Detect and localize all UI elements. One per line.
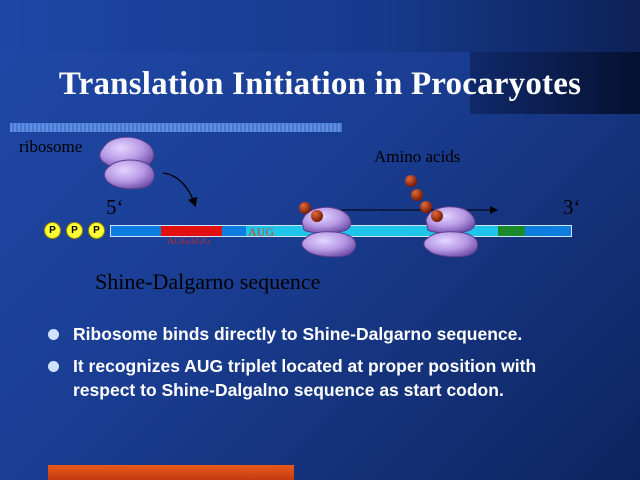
phosphate-2: P xyxy=(66,222,83,239)
bullet-item: Ribosome binds directly to Shine-Dalgarn… xyxy=(48,322,608,346)
start-codon-label: AUG xyxy=(248,225,274,239)
bullet-list: Ribosome binds directly to Shine-Dalgarn… xyxy=(48,322,608,410)
amino-acid-2 xyxy=(311,210,323,222)
binding-arrow xyxy=(162,172,198,208)
bullet-dot-icon xyxy=(48,329,59,340)
amino-acid-3 xyxy=(405,175,417,187)
phosphate-3: P xyxy=(88,222,105,239)
amino-acids-label: Amino acids xyxy=(374,147,461,166)
ribosome-label: ribosome xyxy=(19,137,83,156)
ribosome-free-icon xyxy=(99,136,155,190)
three-prime-label: 3‘ xyxy=(563,195,581,219)
ribosome-bound-1-icon xyxy=(301,206,357,258)
bullet-text: Ribosome binds directly to Shine-Dalgarn… xyxy=(73,324,523,344)
bullet-item: It recognizes AUG triplet located at pro… xyxy=(48,354,608,402)
amino-acid-5 xyxy=(420,201,432,213)
amino-acid-1 xyxy=(299,202,311,214)
title-accent-band xyxy=(470,52,640,114)
phosphate-1: P xyxy=(44,222,61,239)
header-band xyxy=(0,0,640,52)
bullet-text: It recognizes AUG triplet located at pro… xyxy=(73,356,537,400)
sd-sequence-label: AGGAGG xyxy=(167,236,211,247)
mrna-coding-region xyxy=(246,226,498,236)
five-prime-label: 5‘ xyxy=(106,195,124,219)
bullet-dot-icon xyxy=(48,361,59,372)
shine-dalgarno-caption: Shine-Dalgarno sequence xyxy=(95,269,321,294)
stop-region-box xyxy=(498,226,525,236)
slide-title: Translation Initiation in Procaryotes xyxy=(58,66,582,102)
title-underline xyxy=(10,123,342,132)
amino-acid-6 xyxy=(431,210,443,222)
shine-dalgarno-box xyxy=(161,226,222,236)
amino-acid-4 xyxy=(411,189,423,201)
footer-accent-bar xyxy=(48,465,294,480)
